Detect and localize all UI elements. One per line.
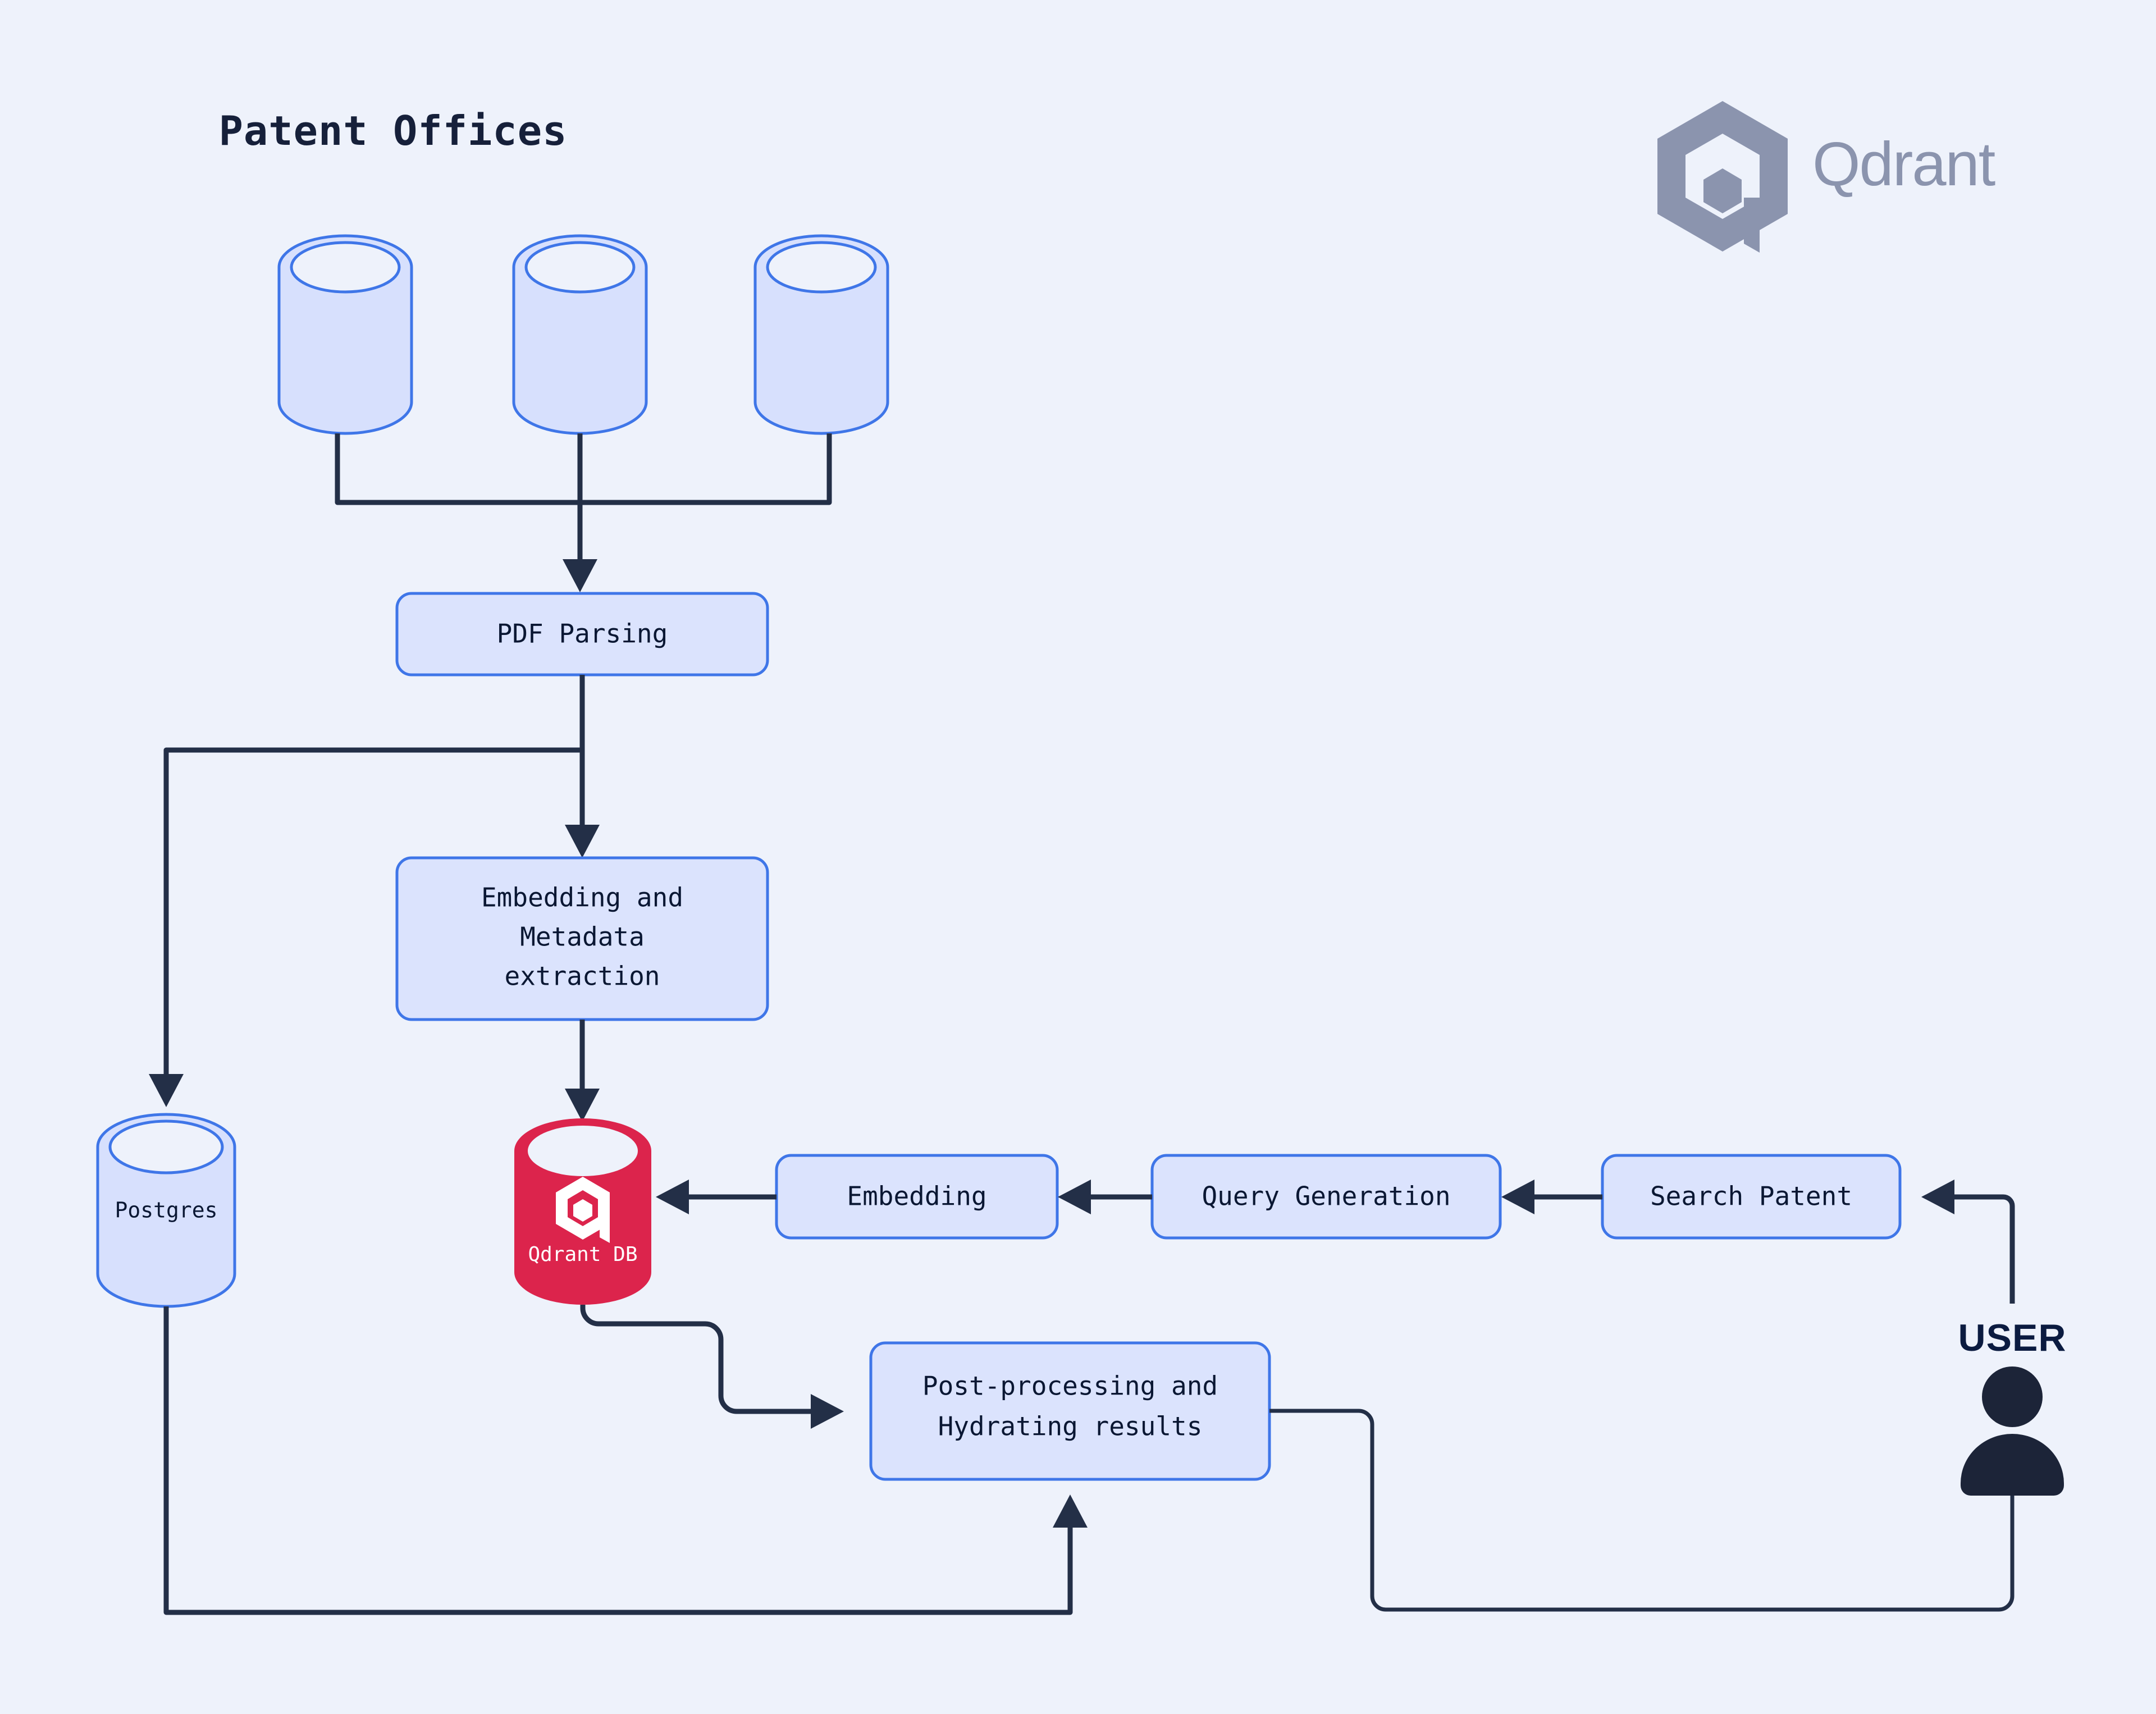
node-query-generation[interactable]: Query Generation: [1150, 1154, 1502, 1240]
qdrant-wordmark: Qdrant: [1812, 130, 1995, 199]
user-actor[interactable]: USER: [1958, 1317, 2067, 1496]
user-label: USER: [1958, 1317, 2067, 1359]
patent-office-source-1[interactable]: [277, 234, 413, 435]
embedding-metadata-line-2: Metadata: [520, 922, 645, 952]
node-search-patent[interactable]: Search Patent: [1601, 1154, 1902, 1240]
node-post-processing-and-hydrating-results[interactable]: Post-processing and Hydrating results: [869, 1341, 1271, 1481]
edge-search-patent-to-query-generation: [1501, 1180, 1602, 1214]
embedding-label: Embedding: [847, 1181, 986, 1212]
edge-pdf-parsing-to-postgres: [149, 747, 582, 1107]
node-embedding-and-metadata-extraction[interactable]: Embedding and Metadata extraction: [395, 856, 769, 1021]
query-generation-label: Query Generation: [1202, 1181, 1450, 1212]
patent-office-source-2[interactable]: [512, 234, 648, 435]
qdrant-db-hexagon-icon: [556, 1177, 610, 1243]
node-embedding[interactable]: Embedding: [775, 1154, 1059, 1240]
node-pdf-parsing[interactable]: PDF Parsing: [395, 592, 769, 677]
page-title: Patent Offices: [219, 107, 568, 154]
postgres-label: Postgres: [115, 1198, 217, 1223]
qdrant-db-label: Qdrant DB: [528, 1243, 637, 1266]
node-postgres[interactable]: Postgres: [96, 1113, 236, 1308]
patent-office-source-3[interactable]: [753, 234, 889, 435]
post-processing-line-1: Post-processing and: [922, 1371, 1218, 1401]
embedding-metadata-line-3: extraction: [505, 961, 660, 991]
edge-embedding-to-qdrant: [656, 1180, 776, 1214]
edge-query-generation-to-embedding: [1058, 1180, 1152, 1214]
edge-post-processing-to-user: [1269, 1409, 2024, 1612]
user-icon: [1961, 1366, 2064, 1496]
search-patent-label: Search Patent: [1650, 1181, 1852, 1212]
edge-pdf-parsing-to-embedding-metadata: [565, 675, 600, 858]
edge-embedding-metadata-to-qdrant: [565, 1020, 600, 1122]
embedding-metadata-line-1: Embedding and: [481, 883, 683, 913]
node-qdrant-db[interactable]: Qdrant DB: [514, 1118, 651, 1305]
edge-qdrant-to-post-processing: [580, 1305, 844, 1429]
post-processing-line-2: Hydrating results: [938, 1411, 1203, 1442]
edge-user-to-search-patent: [1921, 1180, 2015, 1304]
pdf-parsing-label: PDF Parsing: [497, 619, 668, 649]
qdrant-logo: Qdrant: [1657, 101, 1997, 253]
edge-sources-to-pdf-parsing: [335, 433, 832, 592]
qdrant-hexagon-icon: [1657, 101, 1788, 253]
edge-postgres-to-post-processing: [163, 1306, 1088, 1615]
